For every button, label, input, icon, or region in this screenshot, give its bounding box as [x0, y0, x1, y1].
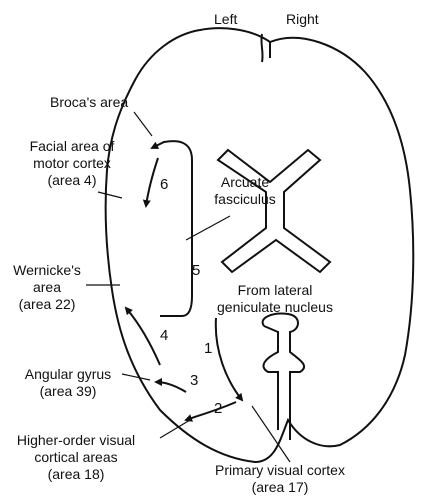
facial-area-line-1: Facial area of [14, 138, 130, 155]
wernicke-area-label: Wernicke's area (area 22) [6, 262, 88, 313]
arrow-3-higher-to-angular [156, 382, 186, 392]
primary-line-1: Primary visual cortex [200, 462, 360, 479]
pointer-primary [252, 406, 290, 462]
facial-area-line-3: (area 4) [14, 172, 130, 189]
arrow-2-v1-to-higher [186, 402, 236, 420]
arrow-1-lgn-to-v1 [216, 318, 242, 400]
step-number-6: 6 [160, 176, 168, 193]
higher-order-visual-label: Higher-order visual cortical areas (area… [6, 432, 146, 483]
arrow-4-angular-to-wernicke [126, 308, 160, 365]
lgn-line-1: From lateral [200, 282, 350, 299]
primary-line-2: (area 17) [200, 479, 360, 496]
lateral-ventricles [218, 150, 330, 272]
broca-area-label: Broca's area [50, 94, 128, 111]
wernicke-line-2: area [6, 279, 88, 296]
lgn-line-2: geniculate nucleus [200, 299, 350, 316]
pointer-angular [122, 374, 150, 380]
arrow-6-broca-to-facial [146, 158, 158, 206]
facial-area-line-2: motor cortex [14, 155, 130, 172]
primary-visual-cortex-label: Primary visual cortex (area 17) [200, 462, 360, 496]
pointer-facial [98, 192, 122, 198]
step-number-4: 4 [160, 327, 168, 344]
higher-line-1: Higher-order visual [6, 432, 146, 449]
posterior-fissure [263, 314, 305, 440]
pointer-broca [134, 112, 152, 136]
angular-gyrus-label: Angular gyrus (area 39) [16, 366, 120, 400]
arcuate-fasciculus-label: Arcuate fasciculus [208, 174, 282, 208]
left-hemisphere-label: Left [214, 11, 237, 28]
arrow-5-arcuate-fasciculus [152, 141, 192, 316]
lgn-label: From lateral geniculate nucleus [200, 282, 350, 316]
angular-line-2: (area 39) [16, 383, 120, 400]
arcuate-line-1: Arcuate [208, 174, 282, 191]
step-number-1: 1 [204, 340, 212, 357]
right-hemisphere-label: Right [286, 11, 319, 28]
arcuate-line-2: fasciculus [208, 191, 282, 208]
angular-line-1: Angular gyrus [16, 366, 120, 383]
higher-line-3: (area 18) [6, 466, 146, 483]
higher-line-2: cortical areas [6, 449, 146, 466]
brain-outline [106, 28, 414, 462]
facial-area-label: Facial area of motor cortex (area 4) [14, 138, 130, 189]
wernicke-line-1: Wernicke's [6, 262, 88, 279]
wernicke-line-3: (area 22) [6, 296, 88, 313]
step-number-2: 2 [214, 400, 222, 417]
step-number-3: 3 [190, 372, 198, 389]
step-number-5: 5 [192, 262, 200, 279]
